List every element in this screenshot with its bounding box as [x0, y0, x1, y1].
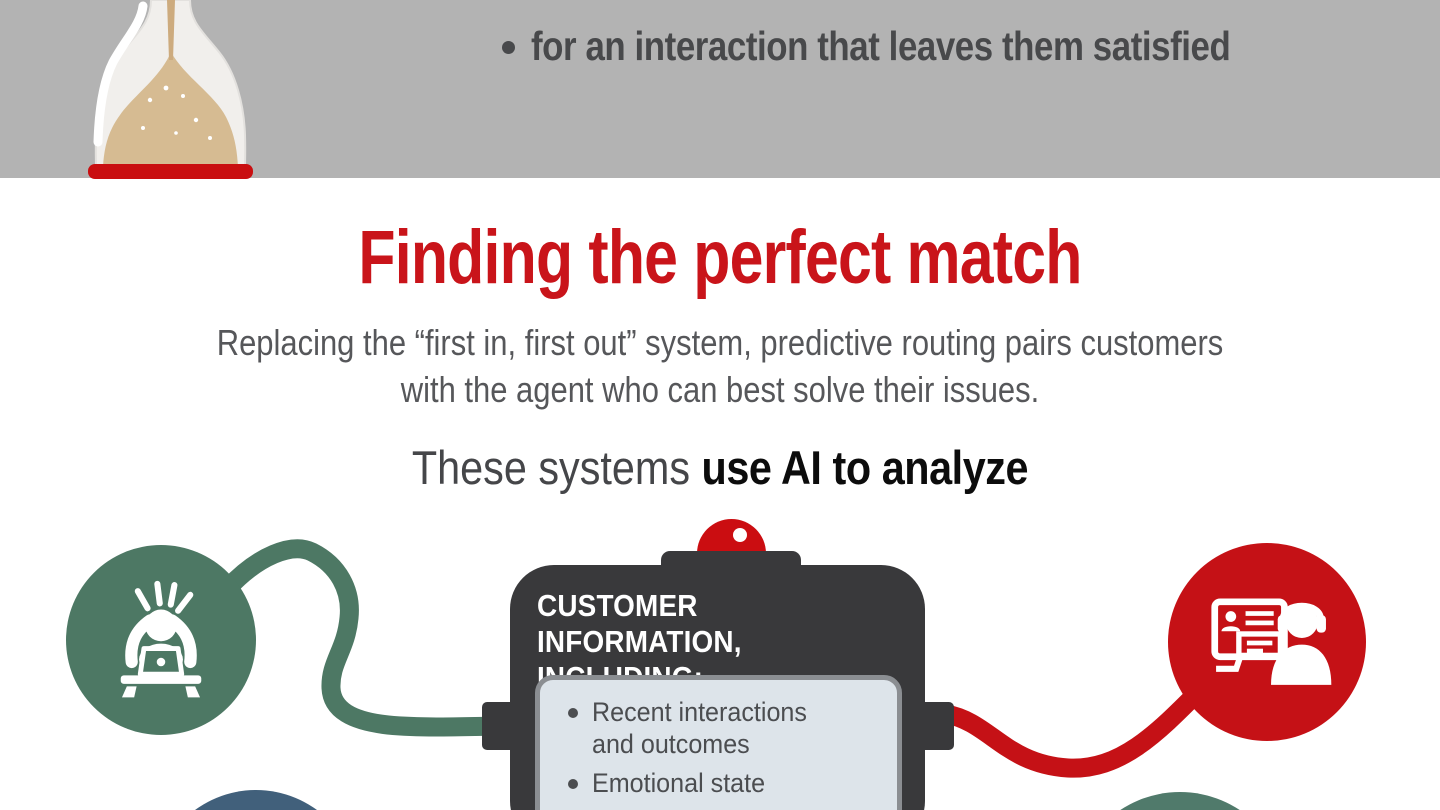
device-right-plug — [920, 702, 954, 750]
customer-information-device: CUSTOMER INFORMATION, INCLUDING: Recent … — [510, 565, 925, 810]
bullet-dot — [502, 41, 515, 54]
partial-navy-circle — [153, 790, 359, 810]
frustrated-customer-at-laptop-icon — [120, 580, 202, 698]
partial-teal-circle — [1072, 792, 1288, 810]
analyze-emphasis: use AI to analyze — [701, 441, 1029, 494]
subtitle: Replacing the “first in, first out” syst… — [101, 320, 1339, 414]
bullet-dot — [568, 708, 578, 718]
satisfaction-bullet-line: for an interaction that leaves them sati… — [502, 22, 1354, 71]
list-item: Recent interactions and outcomes — [568, 697, 885, 761]
hourglass-icon — [85, 0, 255, 179]
red-wire — [936, 670, 1220, 778]
analyze-prefix: These systems — [411, 441, 702, 494]
support-agent-badge — [1168, 543, 1366, 741]
subtitle-line-2: with the agent who can best solve their … — [400, 368, 1040, 410]
hourglass-graphic — [88, 0, 253, 179]
bullet-text: Nature of the issue — [592, 807, 845, 810]
frustrated-customer-badge — [66, 545, 256, 735]
agent-with-headset-and-monitor-icon — [1211, 598, 1332, 685]
green-wire — [218, 539, 508, 737]
page-title: Finding the perfect match — [358, 215, 1082, 300]
satisfaction-bullet-text: for an interaction that leaves them sati… — [531, 23, 1231, 69]
bullet-text: Emotional state — [592, 767, 766, 798]
bullet-dot — [568, 778, 578, 789]
subtitle-line-1: Replacing the “first in, first out” syst… — [216, 322, 1224, 363]
dome-highlight-dot — [733, 528, 747, 542]
list-item: Emotional state — [568, 768, 885, 800]
top-gray-band: for an interaction that leaves them sati… — [0, 0, 1440, 179]
analyze-heading: These systems use AI to analyze — [86, 440, 1353, 495]
bullet-text: Recent interactions and outcomes — [592, 697, 807, 759]
list-item: Nature of the issue — [568, 807, 885, 810]
customer-info-panel: Recent interactions and outcomes Emotion… — [535, 675, 902, 810]
device-heading-line-1: CUSTOMER INFORMATION, — [537, 588, 742, 659]
